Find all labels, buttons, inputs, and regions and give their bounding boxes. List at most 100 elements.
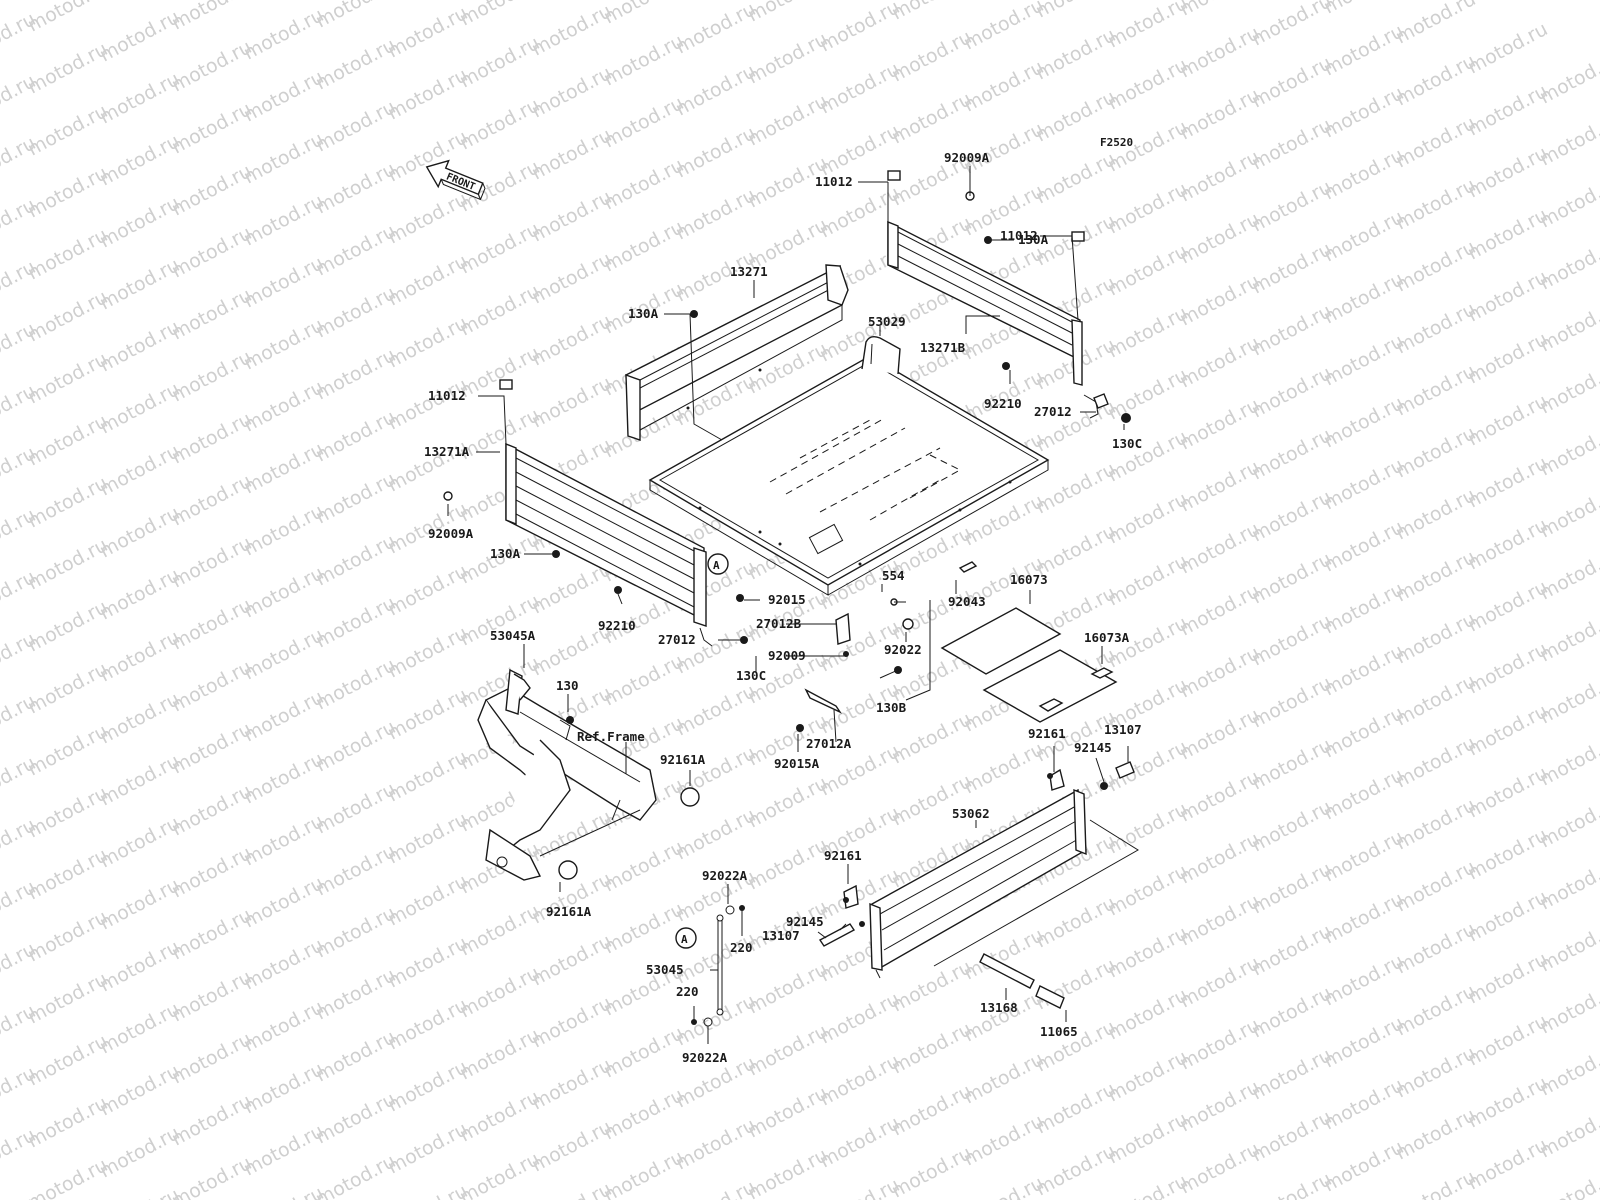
label-220-lower: 220	[676, 984, 699, 999]
watermark-text: motod.ru	[600, 0, 687, 28]
label-92022A-upper: 92022A	[702, 868, 748, 883]
watermark-text: motod.ru	[0, 380, 39, 440]
watermark-text: motod.ru	[0, 132, 39, 192]
label-27012-right: 27012	[1034, 404, 1072, 419]
label-130A-lower: 130A	[490, 546, 521, 561]
label-13107-right: 13107	[1104, 722, 1142, 737]
ref-frame-assembly	[477, 668, 657, 881]
side-panel-13271	[625, 264, 849, 441]
label-16073A: 16073A	[1084, 630, 1130, 645]
watermark-text: motod.ru	[312, 1150, 399, 1200]
label-92022A-lower: 92022A	[682, 1050, 728, 1065]
floor-mat-16073A	[982, 649, 1118, 723]
watermark-text: motod.ru	[744, 0, 831, 26]
watermark-text: motod.ru	[1392, 1166, 1479, 1200]
label-130A-right: 130A	[1018, 232, 1049, 247]
rod-13168	[979, 953, 1035, 989]
watermark-text: motod.ru	[384, 1180, 471, 1200]
stopper-92161A-lower	[558, 860, 578, 880]
tailgate-53062	[869, 788, 1087, 979]
watermark-text: motod.ru	[0, 0, 39, 6]
watermark-text: motod.ru	[1536, 1164, 1600, 1200]
watermark-text: motod.ru	[0, 1062, 39, 1122]
watermark-text: motod.ru	[312, 0, 399, 32]
watermark-text: motod.ru	[240, 0, 327, 2]
watermark-text: motod.ru	[528, 1178, 615, 1200]
svg-text:A: A	[713, 559, 720, 572]
label-92161A-upper: 92161A	[660, 752, 706, 767]
label-27012-left: 27012	[658, 632, 696, 647]
label-11012-top: 11012	[815, 174, 853, 189]
cargo-bed	[648, 335, 1050, 596]
label-130C-right: 130C	[1112, 436, 1142, 451]
callout-a-upper: A	[707, 553, 729, 575]
label-92015A: 92015A	[774, 756, 820, 771]
label-92145-right: 92145	[1074, 740, 1112, 755]
watermark-text: motod.ru	[240, 1182, 327, 1200]
label-554: 554	[882, 568, 905, 583]
label-53062: 53062	[952, 806, 990, 821]
watermark-text: motod.ru	[0, 256, 39, 316]
watermark-text: motod.ru	[0, 690, 39, 750]
watermark-text: motod.ru	[1248, 0, 1335, 50]
pin-11065	[1035, 985, 1065, 1009]
watermark-text: motod.ru	[0, 1124, 39, 1184]
label-92015: 92015	[768, 592, 806, 607]
watermark-text: motod.ru	[0, 628, 39, 688]
label-13107-mid: 13107	[762, 928, 800, 943]
label-92161-mid: 92161	[824, 848, 862, 863]
label-92009A-top: 92009A	[944, 150, 990, 165]
side-panel-13271A	[505, 442, 713, 647]
watermark-text: motod.ru	[0, 442, 39, 502]
bed-grip-pattern	[808, 523, 844, 555]
figure-code: F2520	[1100, 136, 1133, 149]
label-92145-mid: 92145	[786, 914, 824, 929]
floor-mat-16073	[940, 607, 1062, 675]
label-92022: 92022	[884, 642, 922, 657]
watermark-text: motod.ru	[456, 1148, 543, 1200]
label-220-upper: 220	[730, 940, 753, 955]
watermark-text: motod.ru	[24, 1154, 111, 1200]
label-53029: 53029	[868, 314, 906, 329]
watermark-text: motod.ru	[960, 1172, 1047, 1200]
watermark-text: motod.ru	[456, 0, 543, 30]
fasteners	[443, 170, 1131, 1025]
label-92009A-left: 92009A	[428, 526, 474, 541]
part-labels: 11012 92009A 130A 11012 13271 130A 53029…	[424, 150, 1142, 1065]
label-11065: 11065	[1040, 1024, 1078, 1039]
label-92009: 92009	[768, 648, 806, 663]
leader-lines	[447, 166, 1139, 1044]
watermark-text: motod.ru	[24, 0, 111, 36]
label-13168: 13168	[980, 1000, 1018, 1015]
watermark-text: motod.ru	[0, 1000, 39, 1060]
watermark-text: motod.ru	[0, 938, 39, 998]
label-11012-left: 11012	[428, 388, 466, 403]
watermark-text: motod.ru	[0, 876, 39, 936]
watermark-text: motod.ru	[1392, 0, 1479, 48]
label-92161-right: 92161	[1028, 726, 1066, 741]
stopper-92161A-upper	[680, 787, 700, 807]
watermark-text: motod.ru	[96, 1184, 183, 1200]
watermark-text: motod.ru	[0, 814, 39, 874]
callout-a-lower: A	[675, 927, 697, 949]
side-panel-13271B	[887, 220, 1099, 419]
label-92210-left: 92210	[598, 618, 636, 633]
watermark-text: motod.ru	[600, 1146, 687, 1200]
label-13271A: 13271A	[424, 444, 470, 459]
label-13271B: 13271B	[920, 340, 966, 355]
label-16073: 16073	[1010, 572, 1048, 587]
watermark-text: motod.ru	[168, 0, 255, 34]
label-92161A-lower: 92161A	[546, 904, 592, 919]
watermark-text: motod.ru	[672, 1176, 759, 1200]
label-130: 130	[556, 678, 579, 693]
watermark-text: motod.ru	[816, 1174, 903, 1200]
label-27012A: 27012A	[806, 736, 852, 751]
label-11012-right: 11012	[1000, 228, 1038, 243]
label-53045A: 53045A	[490, 628, 536, 643]
watermark-text: motod.ru	[0, 194, 39, 254]
watermark-text: motod.ru	[0, 752, 39, 812]
watermark-text: motod.ru	[0, 8, 39, 68]
watermark-text: motod.ru	[1104, 1170, 1191, 1200]
label-130A-left: 130A	[628, 306, 659, 321]
